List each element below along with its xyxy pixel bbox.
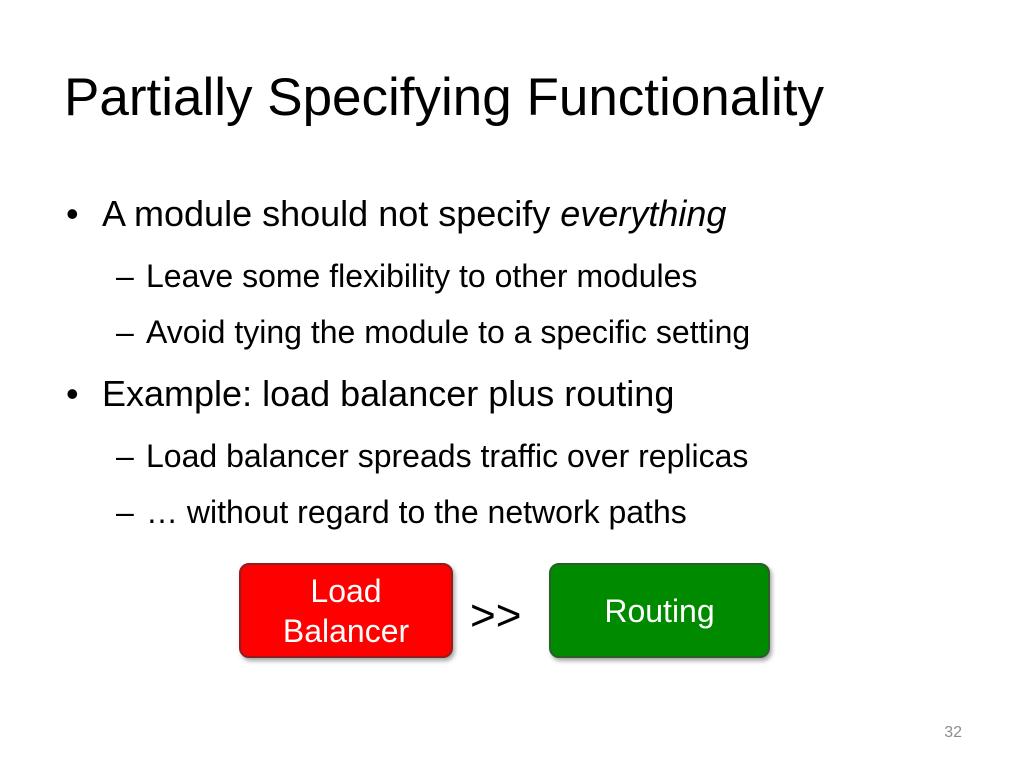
sub-bullet-2-2-text: … without regard to the network paths xyxy=(146,494,687,530)
sub-bullet-2-2: –… without regard to the network paths xyxy=(116,492,687,532)
bullet-dot: • xyxy=(66,373,79,414)
sub-bullet-1-2: –Avoid tying the module to a specific se… xyxy=(116,312,750,352)
bullet-2: • Example: load balancer plus routing xyxy=(66,372,674,416)
sub-bullet-2-1: –Load balancer spreads traffic over repl… xyxy=(116,436,748,476)
bullet-2-text: Example: load balancer plus routing xyxy=(102,373,675,414)
page-number: 32 xyxy=(944,724,962,741)
sub-bullet-dash: – xyxy=(116,438,134,474)
load-balancer-label-line1: Load xyxy=(310,572,382,609)
routing-box: Routing xyxy=(549,563,770,658)
sub-bullet-dash: – xyxy=(116,494,134,530)
sub-bullet-1-2-text: Avoid tying the module to a specific set… xyxy=(146,314,751,350)
routing-label: Routing xyxy=(604,592,715,629)
sub-bullet-dash: – xyxy=(116,314,134,350)
sub-bullet-dash: – xyxy=(116,258,134,294)
load-balancer-label-line2: Balancer xyxy=(282,612,410,649)
bullet-1: • A module should not specify everything xyxy=(66,192,726,236)
load-balancer-box: Load Balancer xyxy=(239,563,453,658)
bullet-1-emphasis: everything xyxy=(560,193,727,234)
slide-title: Partially Specifying Functionality xyxy=(64,68,825,127)
sequential-operator: >> xyxy=(470,591,522,640)
bullet-dot: • xyxy=(66,193,79,234)
sub-bullet-1-1-text: Leave some flexibility to other modules xyxy=(146,258,698,294)
sub-bullet-1-1: –Leave some flexibility to other modules xyxy=(116,256,697,296)
sub-bullet-2-1-text: Load balancer spreads traffic over repli… xyxy=(146,438,749,474)
bullet-1-text: A module should not specify xyxy=(102,193,561,234)
